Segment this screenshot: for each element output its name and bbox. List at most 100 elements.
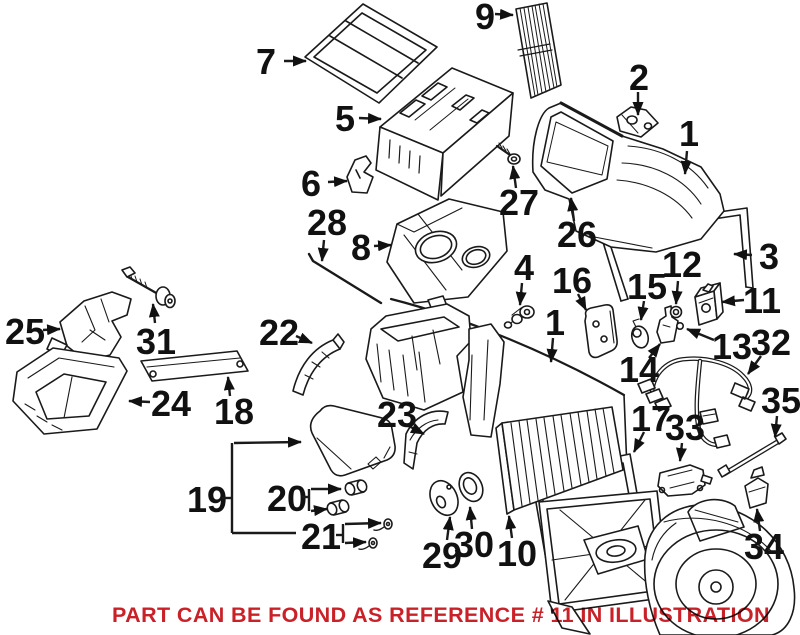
leader-arrow-22 xyxy=(295,332,313,345)
callout-1a: 1 xyxy=(679,113,699,154)
part-5-housing-top xyxy=(375,67,514,201)
leader-arrow-28 xyxy=(317,239,329,262)
callout-31: 31 xyxy=(136,321,176,362)
bracket-arrow-20-1 xyxy=(310,505,328,517)
leader-arrow-9 xyxy=(494,8,514,20)
leader-arrow-33 xyxy=(675,442,687,462)
callout-4: 4 xyxy=(514,247,534,288)
part-15-grommet xyxy=(630,318,650,349)
callout-2: 2 xyxy=(629,57,649,98)
part-22-strip xyxy=(292,333,345,396)
callout-25: 25 xyxy=(5,311,45,352)
leader-arrow-24 xyxy=(128,396,151,408)
callout-16: 16 xyxy=(552,260,592,301)
part-7-filter-frame xyxy=(304,3,438,104)
part-8-heater-housing xyxy=(386,198,508,311)
leader-arrow-6 xyxy=(327,176,348,188)
part-6-bracket xyxy=(346,155,374,194)
part-12-o-ring xyxy=(669,305,683,319)
part-16-seal xyxy=(584,304,618,359)
part-33-actuator xyxy=(657,464,713,497)
footer-note: PART CAN BE FOUND AS REFERENCE # 11 IN I… xyxy=(112,603,770,627)
leader-arrow-30 xyxy=(465,506,477,530)
leader-arrow-35 xyxy=(770,415,782,438)
callout-7: 7 xyxy=(256,41,276,82)
callout-14: 14 xyxy=(619,349,659,390)
callout-13: 13 xyxy=(712,326,752,367)
part-19-foam-seal xyxy=(309,404,396,477)
callout-18: 18 xyxy=(214,391,254,432)
part-1-lower-housing xyxy=(365,297,628,470)
leader-arrow-27 xyxy=(509,165,521,189)
leader-arrow-12 xyxy=(671,280,683,305)
callout-17: 17 xyxy=(631,398,671,439)
part-24-tray xyxy=(12,347,128,435)
leader-arrow-31 xyxy=(148,303,160,324)
leader-arrow-4 xyxy=(515,282,527,306)
callout-26: 26 xyxy=(557,214,597,255)
leader-arrow-25 xyxy=(42,324,61,336)
callout-33: 33 xyxy=(665,407,705,448)
part-32-wiring-harness xyxy=(637,356,756,449)
leader-arrow-5 xyxy=(358,112,382,124)
leader-arrow-13 xyxy=(686,327,715,342)
leader-arrow-18 xyxy=(223,376,235,397)
part-27-screw xyxy=(495,142,521,165)
callout-30: 30 xyxy=(454,524,494,565)
part-28-rod xyxy=(307,252,383,305)
callout-22: 22 xyxy=(259,312,299,353)
part-11-expansion-valve xyxy=(694,282,724,326)
leader-arrow-17 xyxy=(632,431,646,453)
leader-arrow-23 xyxy=(404,422,425,436)
callout-15: 15 xyxy=(627,266,667,307)
callout-19: 19 xyxy=(187,479,227,520)
callout-10: 10 xyxy=(497,533,537,574)
callout-27: 27 xyxy=(499,182,539,223)
bracket-arrow-19-0 xyxy=(233,436,302,448)
part-30-grommet xyxy=(458,471,484,503)
leader-arrow-34 xyxy=(753,508,765,532)
leader-arrow-29 xyxy=(442,516,454,541)
part-21-pins xyxy=(358,518,393,551)
callout-32: 32 xyxy=(751,322,791,363)
part-29-grommet xyxy=(429,479,459,517)
part-4-screw xyxy=(503,305,535,329)
callout-3: 3 xyxy=(759,236,779,277)
callout-9: 9 xyxy=(475,0,495,37)
part-13-o-ring xyxy=(675,321,684,330)
leader-arrow-1b xyxy=(546,337,558,363)
callout-24: 24 xyxy=(151,383,191,424)
leader-arrow-1a xyxy=(680,150,692,175)
leader-arrow-15 xyxy=(637,300,649,321)
part-34-actuator xyxy=(744,466,769,509)
part-31-bolt xyxy=(121,266,176,309)
part-blower-assembly xyxy=(538,490,796,635)
part-1-upper-duct xyxy=(531,101,725,253)
leader-arrow-14 xyxy=(647,343,661,359)
leader-arrow-16 xyxy=(575,293,588,311)
leader-arrow-8 xyxy=(373,240,392,252)
leader-arrow-32 xyxy=(747,355,762,375)
callout-20: 20 xyxy=(267,478,307,519)
part-20-clips xyxy=(326,479,368,516)
bracket-arrow-21-1 xyxy=(344,537,367,549)
part-25-bracket xyxy=(46,291,132,362)
callout-28: 28 xyxy=(307,202,347,243)
part-18-strip xyxy=(140,350,249,382)
leader-arrow-10 xyxy=(505,515,517,539)
part-2-bracket xyxy=(616,106,659,138)
callout-23: 23 xyxy=(377,394,417,435)
callout-11: 11 xyxy=(743,280,781,321)
leader-arrow-11 xyxy=(721,295,745,307)
part-10-filter xyxy=(495,406,624,515)
callout-34: 34 xyxy=(744,526,784,567)
leader-arrow-26 xyxy=(567,197,579,222)
callout-29: 29 xyxy=(422,535,462,576)
callout-6: 6 xyxy=(301,163,321,204)
bracket-arrow-21-0 xyxy=(344,517,382,529)
part-9-grille xyxy=(515,2,562,99)
callout-21: 21 xyxy=(301,516,341,557)
